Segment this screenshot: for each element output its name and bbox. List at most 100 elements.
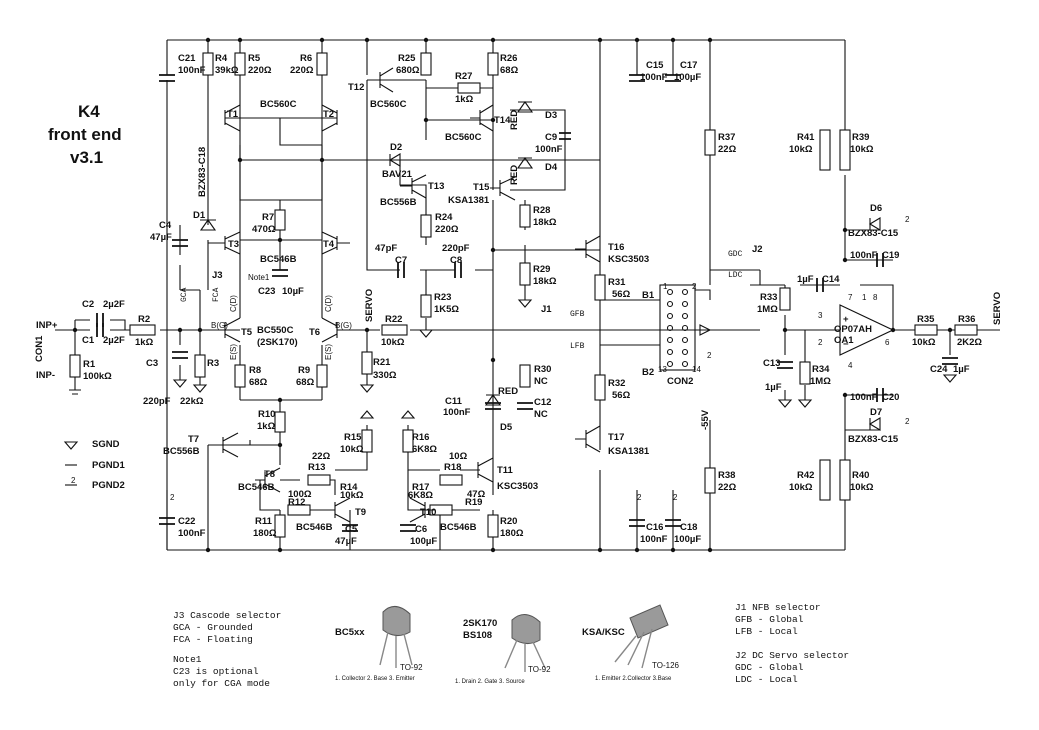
label-t6-ref: T6	[309, 327, 320, 338]
oa-pin8: 8	[873, 293, 878, 302]
ground-legend: SGND PGND1 PGND2	[92, 439, 125, 491]
label-r31-ref: R31	[608, 277, 626, 288]
label-r13-val: 22Ω	[312, 451, 331, 462]
label-note1: Note1	[248, 273, 270, 282]
oa-pin7: 7	[848, 293, 853, 302]
con2-pin1: 1	[663, 282, 668, 291]
label-r38-val: 22Ω	[718, 482, 737, 493]
label-r14-ref: R14	[340, 482, 358, 493]
label-j3-gca: GCA	[180, 287, 189, 302]
label-r2-val: 1kΩ	[135, 337, 154, 348]
label-t8-val: BC546B	[238, 482, 275, 493]
label-c7-ref: C7	[395, 255, 407, 266]
label-j1-lfb: LFB	[570, 342, 585, 351]
label-c13-ref: C13	[763, 358, 780, 369]
label-t3t4-val: BC546B	[260, 254, 297, 265]
label-r35-ref: R35	[917, 314, 935, 325]
label-r24-val: 220Ω	[435, 224, 459, 235]
label-t3-ref: T3	[228, 239, 239, 250]
label-c13-val: 1µF	[765, 382, 782, 393]
label-r40-ref: R40	[852, 470, 869, 481]
label-t1-ref: T1	[227, 109, 239, 120]
net-es-right: E(S)	[324, 344, 333, 360]
note-j1-line2: GFB - Global	[735, 614, 804, 625]
label-t16-val: KSC3503	[608, 254, 649, 265]
label-b1-ref: B1	[642, 290, 655, 301]
label-r9-val: 68Ω	[296, 377, 315, 388]
note-1-line3: only for CGA mode	[173, 678, 270, 689]
label-t7-ref: T7	[188, 434, 199, 445]
label-r18-ref: R18	[444, 462, 461, 473]
label-r42-val: 10kΩ	[789, 482, 813, 493]
net-bg-right: B(G)	[335, 321, 352, 330]
label-t5-ref: T5	[241, 327, 253, 338]
label-d2-val: BAV21	[382, 169, 413, 180]
label-c18-val: 100µF	[674, 534, 701, 545]
label-r20-val: 180Ω	[500, 528, 524, 539]
label-d7-val: BZX83-C15	[848, 434, 899, 445]
note-1-line1: Note1	[173, 654, 202, 665]
note-j3-line1: J3 Cascode selector	[173, 610, 281, 621]
label-t17-ref: T17	[608, 432, 624, 443]
label-c7-val: 47pF	[375, 243, 397, 254]
pkg-ksa-pins: 1. Emitter 2.Collector 3.Base	[595, 676, 672, 682]
label-t7-val: BC556B	[163, 446, 200, 457]
label-oa1-ref: OA1	[834, 335, 854, 346]
package-2sk170: 2SK170 BS108 TO-92 1. Drain 2. Gate 3. S…	[455, 614, 551, 685]
pkg-2sk170-pins: 1. Drain 2. Gate 3. Source	[455, 679, 525, 685]
package-ksa-ksc: KSA/KSC TO-126 1. Emitter 2.Collector 3.…	[582, 604, 680, 682]
pkg-bc5xx-pkg: TO-92	[400, 663, 423, 672]
label-oa1-val: OP07AH	[834, 324, 872, 335]
pkg-2sk170-name2: BS108	[463, 630, 492, 641]
label-d4-val: RED	[509, 165, 520, 185]
label-r10-val: 1kΩ	[257, 421, 276, 432]
net-servo-mid: SERVO	[364, 289, 375, 322]
label-d7-ref: D7	[870, 407, 882, 418]
label-j3-fca: FCA	[212, 287, 221, 302]
title-line-3: v3.1	[70, 148, 103, 167]
pgnd2-mark-6: 2	[707, 351, 712, 360]
label-d6-val: BZX83-C15	[848, 228, 899, 239]
label-d5-val: RED	[498, 386, 518, 397]
label-t13-ref: T13	[428, 181, 444, 192]
label-r5-ref: R5	[248, 53, 261, 64]
oa-pin1: 1	[862, 293, 867, 302]
label-c1-ref: C1	[82, 335, 95, 346]
label-r16-ref: R16	[412, 432, 429, 443]
label-j1-gfb: GFB	[570, 310, 585, 319]
label-r19-ref: R19	[465, 497, 482, 508]
pkg-2sk170-name: 2SK170	[463, 618, 497, 629]
label-r41-val: 10kΩ	[789, 144, 813, 155]
label-c24-ref: C24	[930, 364, 948, 375]
pkg-ksa-body	[629, 604, 669, 639]
label-c2-ref: C2	[82, 299, 94, 310]
label-j2-ref: J2	[752, 244, 763, 255]
pkg-bc5xx-body	[382, 606, 411, 636]
pkg-bc5xx-pins: 1. Collector 2. Base 3. Emitter	[335, 676, 415, 682]
label-c19-val: 100nF	[850, 250, 878, 261]
net-es-left: E(S)	[229, 344, 238, 360]
ground-symbols	[63, 299, 958, 486]
net-neg55: -55V	[700, 409, 711, 430]
label-r15-ref: R15	[344, 432, 362, 443]
label-t5t6-val: BC550C	[257, 325, 294, 336]
label-d5-ref: D5	[500, 422, 513, 433]
label-c6-ref: C6	[415, 524, 427, 535]
label-r25-val: 680Ω	[396, 65, 420, 76]
label-d6-ref: D6	[870, 203, 882, 214]
oa-pin2: 2	[818, 338, 823, 347]
label-r37-val: 22Ω	[718, 144, 737, 155]
label-j3-ref: J3	[212, 270, 223, 281]
label-c6-val: 100µF	[410, 536, 437, 547]
label-c15-ref: C15	[646, 60, 664, 71]
oa-pin3: 3	[818, 311, 823, 320]
label-t11-val: KSC3503	[497, 481, 538, 492]
label-r11-val: 180Ω	[253, 528, 277, 539]
label-r41-ref: R41	[797, 132, 815, 143]
label-r8-val: 68Ω	[249, 377, 268, 388]
label-r17-ref: R17	[412, 482, 429, 493]
label-t8-ref: T8	[264, 469, 275, 480]
label-r35-val: 10kΩ	[912, 337, 936, 348]
wiring	[55, 39, 1000, 551]
label-r11-ref: R11	[255, 516, 273, 527]
